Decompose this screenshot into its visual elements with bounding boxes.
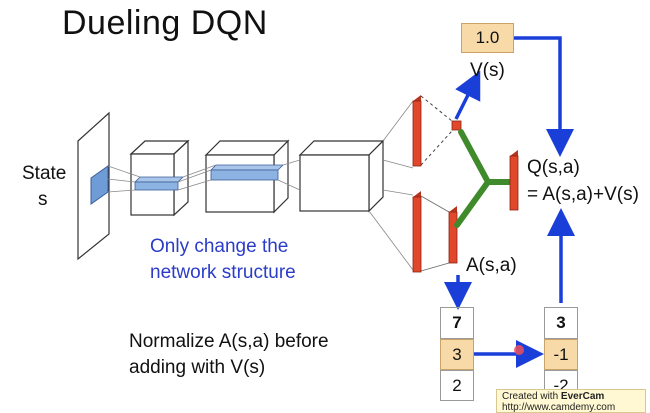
advantage-layer <box>448 206 458 264</box>
pointer-dot <box>514 345 524 355</box>
advantage-value-cell: 3 <box>440 339 474 370</box>
q-formula: = A(s,a)+V(s) <box>527 184 639 205</box>
input-layer <box>77 111 110 261</box>
value-node <box>451 120 462 131</box>
advantage-value-cell: 7 <box>440 307 474 339</box>
advantage-head-lines <box>420 195 450 272</box>
blue-note-line2: network structure <box>150 262 296 283</box>
merge-lines <box>454 129 513 228</box>
advantage-value-cell: 2 <box>440 370 474 401</box>
blue-note-line1: Only change the <box>150 236 289 257</box>
state-symbol: s <box>38 189 48 210</box>
q-label: Q(s,a) <box>527 157 580 178</box>
normalize-note-line1: Normalize A(s,a) before <box>129 331 329 352</box>
value-output-box: 1.0 <box>461 23 514 53</box>
watermark-url: http://www.camdemy.com <box>502 402 616 413</box>
fc-layer-value-stream <box>412 95 422 167</box>
conv-layer-1 <box>129 139 190 217</box>
conv-layer-3 <box>298 139 385 213</box>
state-label: State <box>22 163 67 184</box>
value-head-dashes <box>420 95 453 166</box>
conv-layer-2 <box>204 139 290 214</box>
normalize-note-line2: adding with V(s) <box>129 357 266 378</box>
q-layer <box>509 150 519 211</box>
value-label: V(s) <box>470 60 505 81</box>
watermark-brand: EverCam <box>560 391 605 402</box>
slide-title: Dueling DQN <box>62 4 268 42</box>
normalized-value-cell: 3 <box>544 307 578 339</box>
evercam-watermark: Created with EverCam http://www.camdemy.… <box>496 389 646 413</box>
normalized-value-cell: -1 <box>544 339 578 370</box>
watermark-prefix: Created with <box>502 391 561 402</box>
advantage-label: A(s,a) <box>466 255 517 276</box>
flow-arrows <box>444 36 575 368</box>
fc-layer-advantage-stream <box>412 191 422 273</box>
layer-connectors <box>107 100 414 271</box>
